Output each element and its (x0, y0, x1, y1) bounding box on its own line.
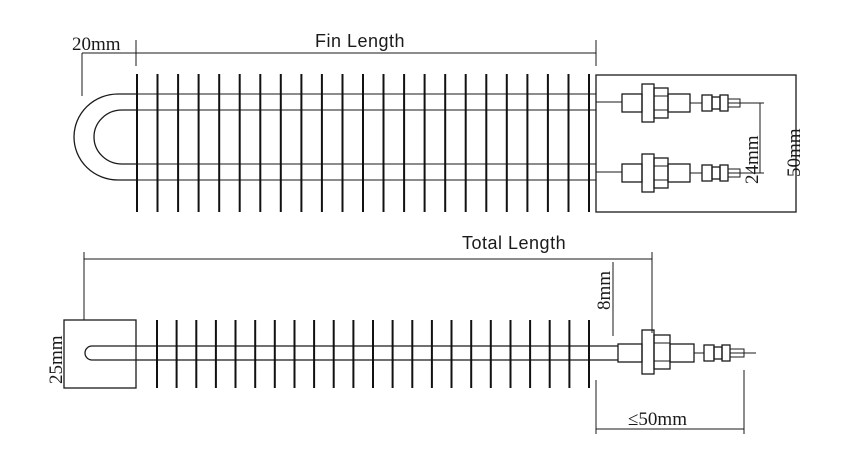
end-gap-label: 20mm (72, 34, 121, 55)
side-fin-array (156, 320, 590, 388)
terminal-length-label: ≤50mm (628, 409, 687, 430)
fin-extension-label: 8mm (594, 271, 615, 310)
top-terminal-box (595, 74, 797, 213)
side-view: Total Length 8mm 25mm (46, 233, 756, 434)
top-terminal-lower (596, 153, 741, 193)
fin-length-label: Fin Length (315, 31, 405, 51)
top-view: Fin Length 20mm (72, 31, 805, 213)
fin-length-dimension: Fin Length 20mm (72, 31, 597, 96)
fin-extension-dimension: 8mm (594, 262, 615, 336)
u-bend-tube (73, 93, 596, 181)
box-height-dimension: 50mm (784, 128, 805, 177)
side-end-box: 25mm (46, 319, 137, 389)
terminal-length-dimension: ≤50mm (595, 370, 745, 434)
box-height-label: 50mm (784, 128, 805, 177)
top-fin-array (136, 74, 590, 212)
total-length-label: Total Length (462, 233, 566, 253)
terminal-spacing-label: 24mm (742, 135, 763, 184)
side-terminal (617, 329, 756, 375)
terminal-spacing-dimension: 24mm (740, 102, 764, 184)
total-length-dimension: Total Length (83, 233, 653, 333)
side-box-height-label: 25mm (46, 335, 67, 384)
side-tube (84, 345, 618, 361)
top-terminal-upper (596, 83, 741, 123)
